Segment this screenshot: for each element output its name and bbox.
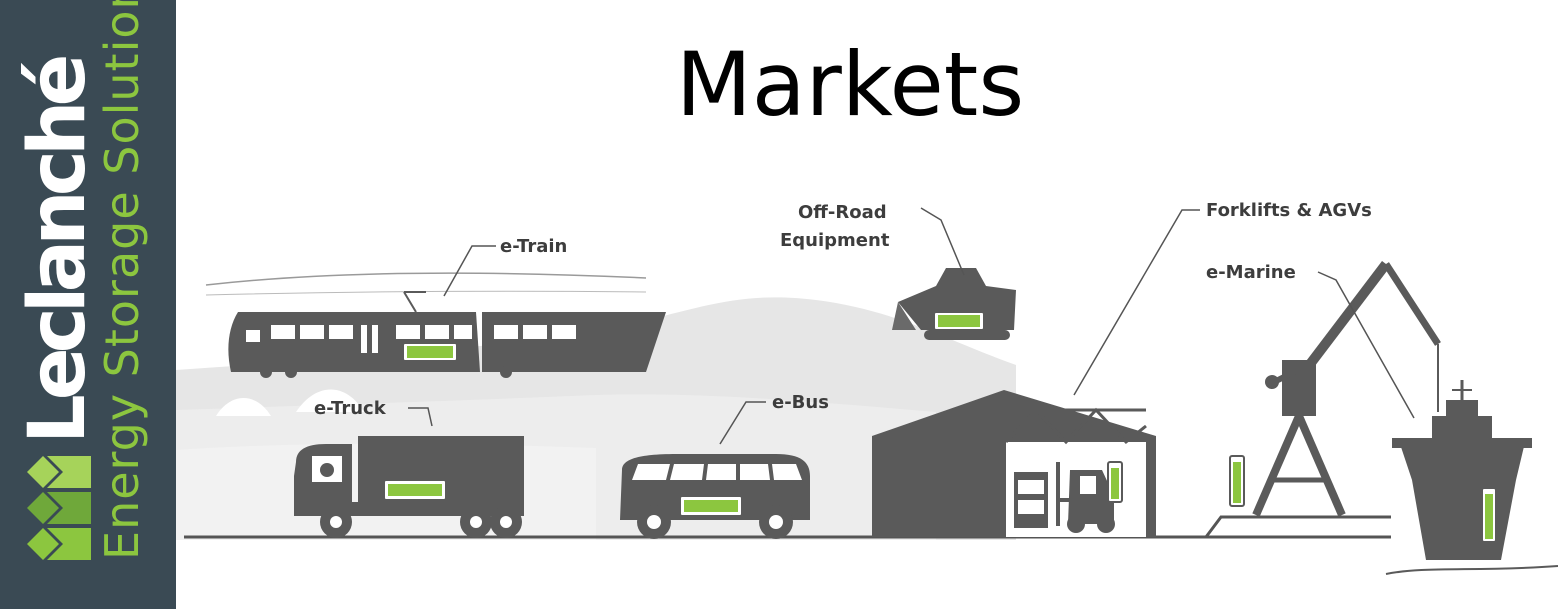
label-e-truck: e-Truck (314, 398, 387, 419)
logo-mark-icon (27, 456, 91, 560)
label-off-road-line1: Off-Road (798, 202, 887, 223)
brand-tagline: Energy Storage Solutions (95, 0, 149, 560)
brand-name: Leclanché (13, 59, 103, 444)
label-forklifts-agvs: Forklifts & AGVs (1206, 200, 1372, 221)
page-title: Markets (675, 33, 1025, 136)
label-off-road-line2: Equipment (780, 230, 890, 251)
bulldozer-icon (892, 268, 1016, 340)
battery-icon (1481, 487, 1497, 543)
e-truck-icon (294, 436, 524, 538)
crane-icon (1252, 260, 1441, 517)
markets-illustration: e-Train Off-Road Equipment e-Truck (176, 200, 1558, 609)
battery-icon (383, 479, 447, 501)
ship-icon (1392, 380, 1532, 560)
label-e-marine: e-Marine (1206, 262, 1296, 283)
battery-icon (933, 311, 985, 331)
battery-icon (402, 342, 458, 362)
battery-icon (679, 495, 743, 517)
brand-sidebar: Leclanché Energy Storage Solutions (0, 0, 176, 609)
label-e-bus: e-Bus (772, 392, 829, 413)
label-e-train: e-Train (500, 236, 567, 257)
e-bus-icon (620, 454, 810, 539)
brand-logo: Leclanché Energy Storage Solutions (13, 0, 163, 560)
forklift-icon (1056, 462, 1115, 533)
battery-icon (1107, 461, 1123, 503)
e-train-icon (228, 291, 666, 378)
battery-icon (1229, 455, 1245, 507)
